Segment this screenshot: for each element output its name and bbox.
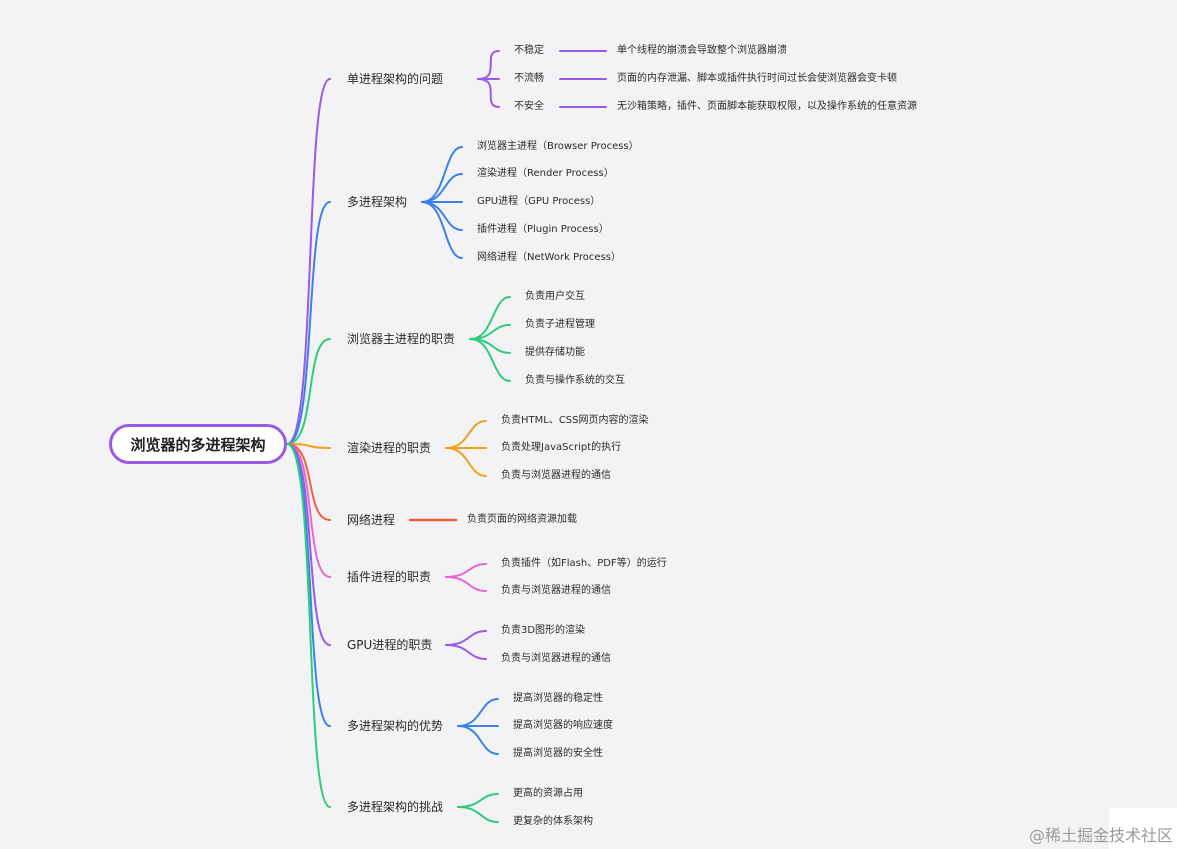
leaf-connector <box>445 644 487 660</box>
leaf-item[interactable]: 不稳定 <box>514 45 544 56</box>
watermark: @稀土掘金技术社区 <box>1028 826 1173 845</box>
leaf-item[interactable]: 提高浏览器的安全性 <box>513 748 603 759</box>
leaf-detail[interactable]: 单个线程的崩溃会导致整个浏览器崩溃 <box>617 45 787 56</box>
branch-label[interactable]: 网络进程 <box>347 513 396 527</box>
leaf-connector <box>445 630 487 646</box>
leaf-item[interactable]: 负责HTML、CSS网页内容的渲染 <box>501 415 649 426</box>
branch-label[interactable]: GPU进程的职责 <box>347 638 433 652</box>
leaf-connector <box>457 725 499 755</box>
leaf-item[interactable]: 渲染进程（Render Process） <box>477 168 614 179</box>
leaf-detail[interactable]: 无沙箱策略，插件、页面脚本能获取权限，以及操作系统的任意资源 <box>617 101 917 112</box>
leaf-item[interactable]: 负责与浏览器进程的通信 <box>501 653 611 664</box>
leaf-item[interactable]: 更高的资源占用 <box>513 788 583 799</box>
branch-connector <box>286 443 331 578</box>
leaf-item[interactable]: GPU进程（GPU Process） <box>477 196 601 207</box>
branch-label[interactable]: 多进程架构的挑战 <box>347 800 444 814</box>
leaf-item[interactable]: 负责子进程管理 <box>525 319 595 330</box>
branch-label[interactable]: 多进程架构 <box>347 195 408 209</box>
branch-label[interactable]: 渲染进程的职责 <box>347 441 432 455</box>
leaf-connector <box>445 447 487 477</box>
branch-connector <box>286 443 331 521</box>
branch-label[interactable]: 浏览器主进程的职责 <box>347 332 456 346</box>
leaf-connector <box>469 338 511 382</box>
branch-label[interactable]: 插件进程的职责 <box>347 570 432 584</box>
leaf-connector <box>421 201 463 259</box>
branch-label[interactable]: 多进程架构的优势 <box>347 719 444 733</box>
leaf-item[interactable]: 负责与浏览器进程的通信 <box>501 470 611 481</box>
leaf-item[interactable]: 提高浏览器的响应速度 <box>513 720 613 731</box>
leaf-connector <box>477 50 500 80</box>
leaf-connector <box>445 563 487 578</box>
branch-connector <box>286 443 331 808</box>
leaf-connector <box>457 806 499 823</box>
branch-connector <box>286 443 331 449</box>
leaf-item[interactable]: 更复杂的体系架构 <box>513 816 593 827</box>
branch-connector <box>286 338 331 445</box>
leaf-connector <box>477 78 500 108</box>
branch-connector <box>286 443 331 646</box>
leaf-item[interactable]: 负责与浏览器进程的通信 <box>501 585 611 596</box>
leaf-item[interactable]: 负责插件（如Flash、PDF等）的运行 <box>501 558 667 569</box>
leaf-connector <box>457 698 499 727</box>
leaf-item[interactable]: 负责用户交互 <box>525 291 585 302</box>
branch-connector <box>286 201 331 445</box>
root-node[interactable]: 浏览器的多进程架构 <box>109 424 287 464</box>
leaf-connector <box>445 420 487 449</box>
leaf-connector <box>469 338 511 354</box>
branch-connector <box>286 78 331 445</box>
leaf-connector <box>457 793 499 808</box>
leaf-connector <box>445 576 487 592</box>
leaf-item[interactable]: 浏览器主进程（Browser Process） <box>477 141 639 152</box>
leaf-item[interactable]: 负责3D图形的渲染 <box>501 625 586 636</box>
leaf-item[interactable]: 不安全 <box>514 101 544 112</box>
leaf-item[interactable]: 负责页面的网络资源加载 <box>467 514 577 525</box>
leaf-item[interactable]: 网络进程（NetWork Process） <box>477 252 621 263</box>
leaf-item[interactable]: 插件进程（Plugin Process） <box>477 224 609 235</box>
leaf-item[interactable]: 负责处理JavaScript的执行 <box>501 442 622 453</box>
leaf-connector <box>469 324 511 340</box>
watermark-box <box>1109 808 1177 849</box>
leaf-item[interactable]: 提高浏览器的稳定性 <box>513 693 603 704</box>
leaf-item[interactable]: 不流畅 <box>514 73 544 84</box>
branch-label[interactable]: 单进程架构的问题 <box>347 72 444 86</box>
leaf-detail[interactable]: 页面的内存泄漏、脚本或插件执行时间过长会使浏览器会变卡顿 <box>617 73 897 84</box>
leaf-item[interactable]: 负责与操作系统的交互 <box>525 375 625 386</box>
leaf-item[interactable]: 提供存储功能 <box>525 347 585 358</box>
